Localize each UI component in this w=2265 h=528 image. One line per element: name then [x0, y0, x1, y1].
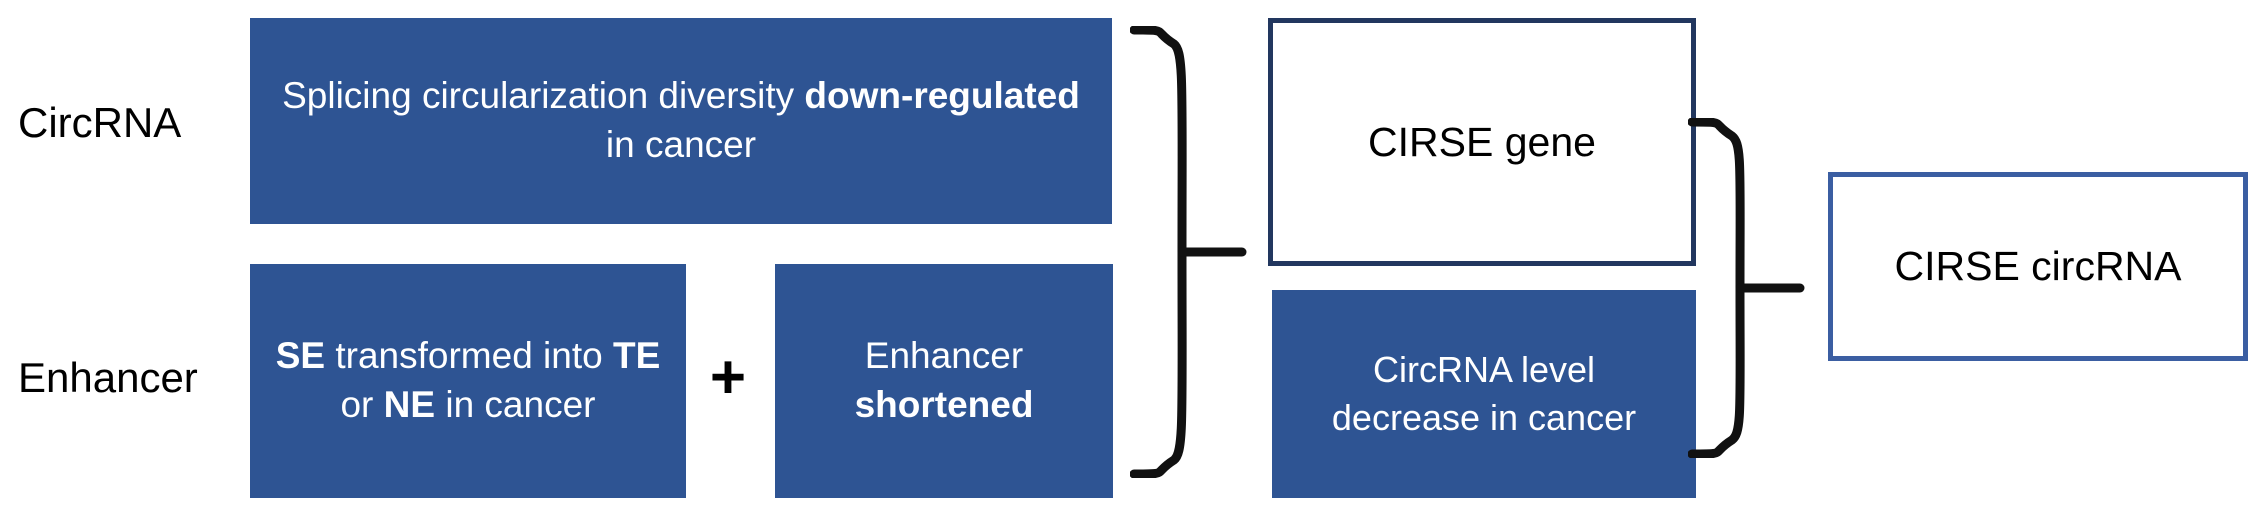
splicing-text-bold: down-regulated — [804, 75, 1080, 117]
se-text-part-4: or — [340, 384, 384, 425]
plus-operator-icon: + — [709, 343, 747, 412]
se-text-bold-te: TE — [612, 335, 661, 377]
enhancer-shortened-line-1: Enhancer — [864, 335, 1024, 377]
se-text-part-2: transformed into — [325, 335, 613, 377]
circrna-level-line-2: decrease in cancer — [1331, 397, 1637, 438]
box-cirse-circrna: CIRSE circRNA — [1828, 172, 2248, 361]
row-label-enhancer: Enhancer — [18, 354, 198, 401]
row-label-circrna: CircRNA — [18, 99, 182, 146]
splicing-text-part-3: in cancer — [605, 124, 757, 165]
box-circrna-level-decrease: CircRNA level decrease in cancer — [1272, 290, 1696, 498]
se-text-part-6: in cancer — [435, 384, 596, 425]
splicing-text-part-1: Splicing circularization diversity — [282, 75, 805, 117]
se-text-bold-ne: NE — [383, 384, 436, 425]
box-cirse-gene: CIRSE gene — [1268, 18, 1696, 266]
se-text-bold-se: SE — [275, 335, 326, 377]
brace-left-icon — [1130, 26, 1247, 478]
brace-right-icon — [1688, 118, 1805, 458]
circrna-level-line-1: CircRNA level — [1372, 349, 1596, 391]
enhancer-shortened-line-2-bold: shortened — [854, 384, 1034, 425]
box-enhancer-shortened: Enhancer shortened — [775, 264, 1113, 498]
box-se-transformed: SE transformed into TE or NE in cancer — [250, 264, 686, 498]
cirse-gene-label: CIRSE gene — [1368, 118, 1596, 165]
box-splicing-circularization: Splicing circularization diversity down-… — [250, 18, 1112, 224]
cirse-circrna-label: CIRSE circRNA — [1894, 243, 2182, 290]
